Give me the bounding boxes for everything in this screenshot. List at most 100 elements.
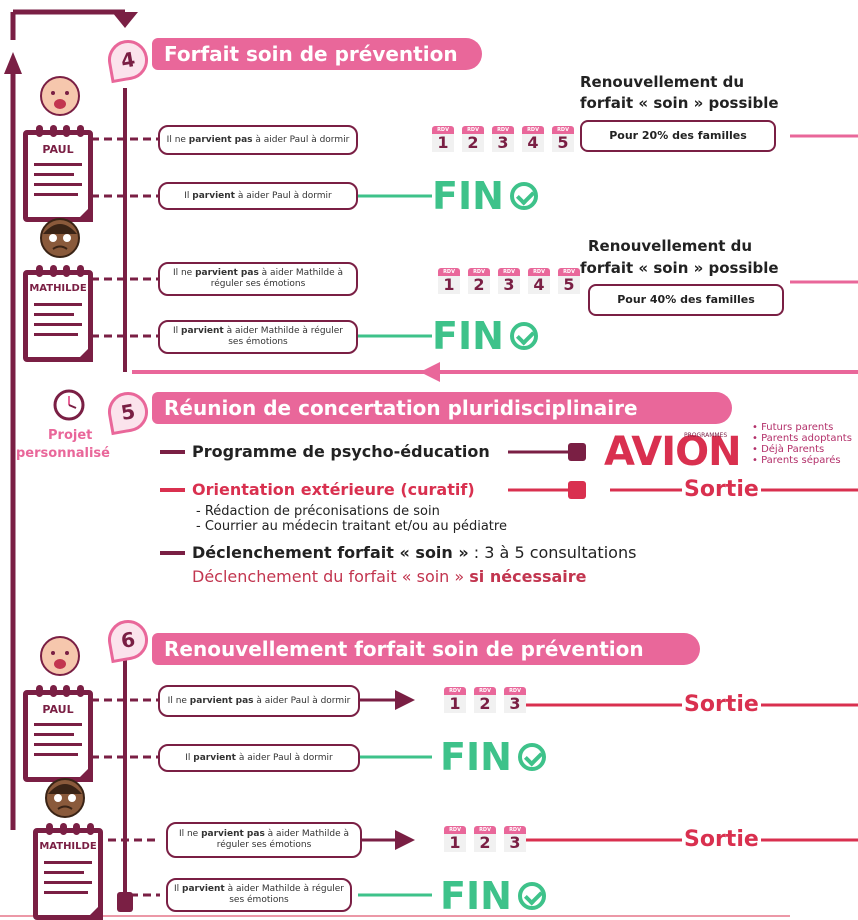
avion-audience-item: • Parents séparés [752, 455, 841, 466]
paul-notepad-step6: PAUL [23, 685, 93, 782]
session-number: 2 [474, 695, 496, 713]
paul-fail-box-step6: Il ne parvient pas à aider Paul à dormir [158, 685, 360, 717]
session-number: 1 [444, 834, 466, 852]
renewal-rate-mathilde: Pour 40% des familles [588, 284, 784, 316]
rdv-label: RDV [552, 126, 574, 134]
step-4-title: Forfait soin de prévention [152, 38, 482, 70]
paul-success-box: Il parvient à aider Paul à dormir [158, 182, 358, 210]
session-number: 5 [552, 134, 574, 152]
rdv-label: RDV [438, 268, 460, 276]
mathilde-fail-box-step6: Il ne parvient pas à aider Mathilde à ré… [166, 822, 362, 858]
session-number: 5 [558, 276, 580, 294]
session-number: 3 [498, 276, 520, 294]
session-number: 4 [528, 276, 550, 294]
personnalise-label: personnalisé [16, 446, 110, 461]
session-number: 4 [522, 134, 544, 152]
rdv-label: RDV [444, 826, 466, 834]
check-circle-icon [518, 743, 546, 771]
sortie-label-paul: Sortie [682, 692, 761, 717]
check-circle-icon [518, 882, 546, 910]
rdv-label: RDV [504, 687, 526, 695]
rdv-label: RDV [528, 268, 550, 276]
rdv-label: RDV [462, 126, 484, 134]
mathilde-success-box-step6: Il parvient à aider Mathilde à réguler s… [166, 878, 352, 912]
paul-fail-box: Il ne parvient pas à aider Paul à dormir [158, 125, 358, 155]
mathilde-name-step6: MATHILDE [39, 841, 97, 852]
rdv-label: RDV [444, 687, 466, 695]
paul-name-step6: PAUL [42, 703, 74, 716]
fin-label-mathilde: FIN [432, 314, 504, 358]
check-circle-icon [510, 182, 538, 210]
avion-logo: AVION PROGRAMMES [604, 432, 752, 472]
rdv-label: RDV [504, 826, 526, 834]
rdv-label: RDV [558, 268, 580, 276]
fin-label-paul-step6: FIN [440, 735, 512, 779]
session-number: 3 [492, 134, 514, 152]
fin-label-mathilde-step6: FIN [440, 874, 512, 918]
sortie-label-rcp: Sortie [682, 477, 761, 502]
session-number: 2 [474, 834, 496, 852]
renewal-title-line2-paul: forfait « soin » possible [580, 94, 779, 112]
orientation-item-1: - Rédaction de préconisations de soin [196, 504, 440, 519]
step-5-title: Réunion de concertation pluridisciplinai… [152, 392, 732, 424]
fin-label-paul: FIN [432, 174, 504, 218]
check-circle-icon [510, 322, 538, 350]
session-number: 2 [462, 134, 484, 152]
rdv-label: RDV [522, 126, 544, 134]
session-number: 2 [468, 276, 490, 294]
orientation-label: Orientation extérieure (curatif) [192, 480, 475, 499]
renewal-title-line1-paul: Renouvellement du [580, 73, 745, 91]
rdv-label: RDV [468, 268, 490, 276]
baby-paul-face-icon [40, 636, 80, 676]
renewal-title-line1-mathilde: Renouvellement du [588, 237, 753, 255]
avion-audience-item: • Déjà Parents [752, 444, 825, 455]
renewal-title-line2-mathilde: forfait « soin » possible [580, 259, 779, 277]
avion-audience-list: • Futurs parents• Parents adoptants• Déj… [752, 422, 852, 466]
rdv-label: RDV [432, 126, 454, 134]
session-number: 1 [444, 695, 466, 713]
mathilde-name: MATHILDE [29, 283, 87, 294]
mathilde-notepad-step6: MATHILDE [33, 823, 103, 920]
session-number: 1 [432, 134, 454, 152]
session-number: 1 [438, 276, 460, 294]
mathilde-notepad: MATHILDE [23, 265, 93, 362]
declenchement-line: Déclenchement forfait « soin » : 3 à 5 c… [192, 543, 637, 562]
projet-label: Projet [48, 428, 93, 443]
renewal-rate-paul: Pour 20% des familles [580, 120, 776, 152]
girl-mathilde-face-icon [45, 778, 85, 818]
rdv-label: RDV [492, 126, 514, 134]
mathilde-success-box: Il parvient à aider Mathilde à réguler s… [158, 320, 358, 354]
paul-success-box-step6: Il parvient à aider Paul à dormir [158, 744, 360, 772]
paul-notepad: PAUL [23, 125, 93, 222]
mathilde-fail-box: Il ne parvient pas à aider Mathilde à ré… [158, 262, 358, 296]
rdv-label: RDV [474, 826, 496, 834]
orientation-item-2: - Courrier au médecin traitant et/ou au … [196, 519, 507, 534]
sortie-label-mathilde: Sortie [682, 827, 761, 852]
rdv-label: RDV [498, 268, 520, 276]
avion-audience-item: • Futurs parents [752, 422, 834, 433]
session-number: 3 [504, 834, 526, 852]
avion-audience-item: • Parents adoptants [752, 433, 852, 444]
paul-name: PAUL [42, 143, 74, 156]
declenchement-necessaire: Déclenchement du forfait « soin » si néc… [192, 567, 587, 586]
psycho-education-label: Programme de psycho-éducation [192, 442, 490, 461]
avion-programmes: PROGRAMMES [684, 432, 728, 439]
avion-logo-text: AVION [604, 429, 742, 475]
clock-icon [53, 389, 85, 421]
step-6-title: Renouvellement forfait soin de préventio… [152, 633, 700, 665]
